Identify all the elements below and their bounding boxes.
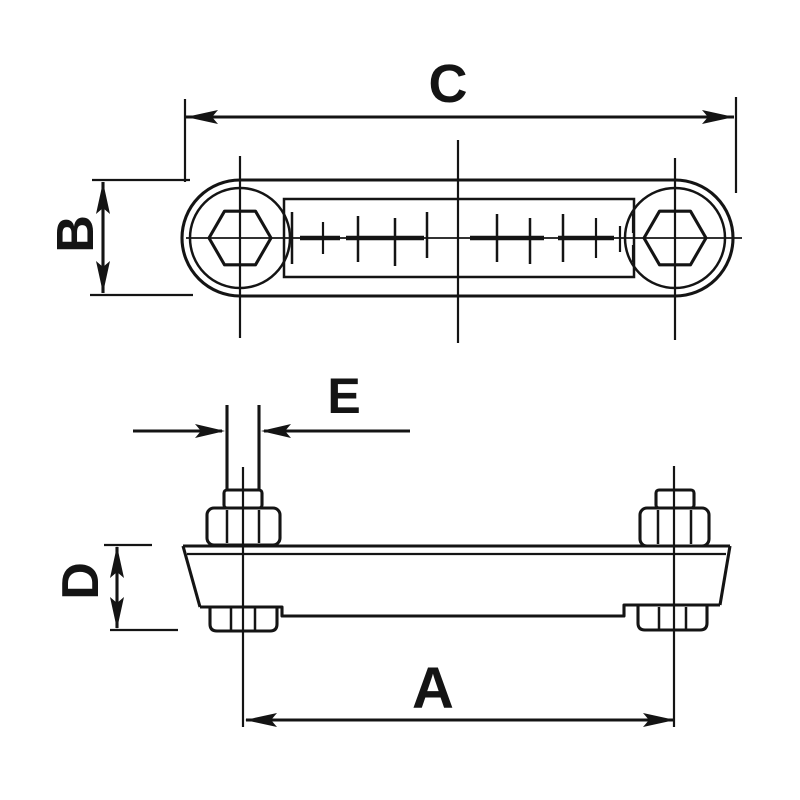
dimension-E-label: E	[327, 368, 360, 424]
dimension-E: E	[133, 368, 410, 438]
right-lower-nut-facets	[657, 607, 688, 629]
arrowhead-up-icon	[96, 182, 110, 214]
dimension-C-label: C	[429, 54, 468, 114]
arrowhead-right-icon	[195, 424, 225, 438]
bar-bottom-edge	[200, 603, 720, 618]
braid-ticks-tall	[290, 212, 565, 266]
dimension-B-extension-lines	[90, 178, 193, 297]
arrowhead-down-icon	[110, 597, 124, 629]
arrowhead-left-icon	[245, 713, 277, 727]
arrowhead-right-icon	[702, 110, 734, 124]
dimension-D-label: D	[52, 562, 110, 600]
arrowhead-left-icon	[186, 110, 218, 124]
dimension-C-extension-lines	[183, 97, 738, 193]
dimension-B: B	[47, 178, 193, 297]
top-view	[180, 140, 742, 343]
bar-right-edge	[718, 545, 732, 606]
right-lower-nut	[636, 605, 709, 632]
dimension-A-label: A	[412, 656, 454, 721]
arrowhead-down-icon	[96, 261, 110, 293]
arrowhead-right-icon	[643, 713, 675, 727]
braid-ticks-short	[321, 218, 622, 258]
dimension-A: A	[245, 656, 675, 727]
right-upper-nut-facets	[656, 510, 693, 544]
dimension-C: C	[183, 54, 738, 193]
arrowhead-left-icon	[261, 424, 291, 438]
dimension-D-extension-lines	[104, 543, 178, 632]
dimension-B-label: B	[47, 215, 105, 253]
side-view	[181, 405, 732, 727]
left-lower-nut-facets	[229, 608, 257, 630]
dimension-D: D	[52, 543, 178, 632]
left-stud	[225, 405, 261, 490]
bar-left-edge	[181, 545, 202, 608]
arrowhead-up-icon	[110, 546, 124, 578]
left-upper-nut-facets	[225, 510, 261, 543]
